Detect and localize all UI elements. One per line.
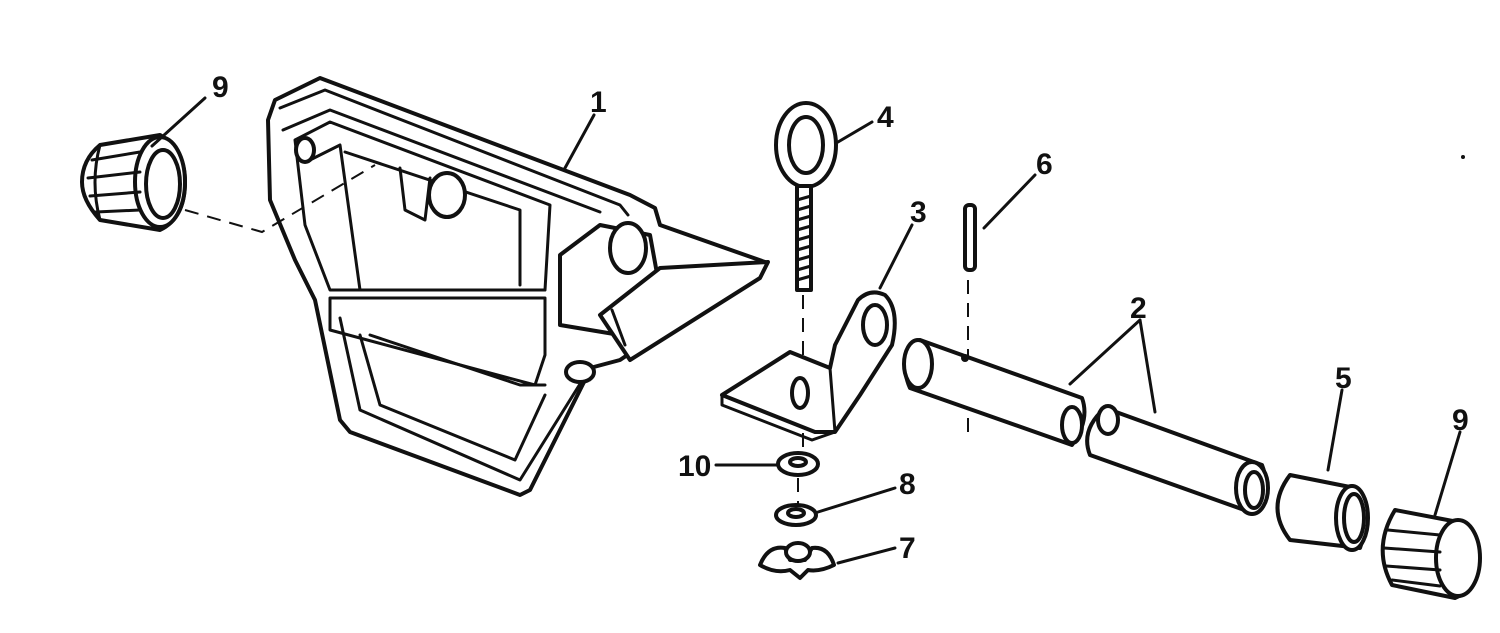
part-9-end-cap-left (80, 133, 187, 232)
callout-1: 1 (590, 86, 607, 119)
assembly-line-left (184, 164, 376, 234)
leader-9-right (1433, 430, 1462, 517)
callout-10: 10 (678, 450, 711, 483)
callout-3: 3 (910, 196, 927, 229)
part-4-eye-bolt (774, 101, 838, 292)
leader-2 (1068, 318, 1157, 414)
callout-6: 6 (1036, 148, 1053, 181)
part-9-end-cap-right (1380, 508, 1482, 600)
part-10-washer (776, 451, 820, 477)
callout-9-right: 9 (1452, 404, 1469, 437)
leader-4 (836, 120, 874, 144)
part-8-lock-washer (774, 503, 818, 527)
leader-lines (150, 96, 1462, 565)
leader-9-left (150, 96, 207, 148)
leader-3 (878, 223, 914, 290)
callout-5: 5 (1335, 362, 1352, 395)
part-2-tube-right (1085, 404, 1270, 516)
leader-5 (1326, 388, 1344, 472)
callout-9-left: 9 (212, 71, 229, 104)
part-5-sleeve (1275, 473, 1370, 552)
leader-6 (982, 173, 1037, 230)
part-3-angle-bracket (720, 290, 897, 442)
leader-8 (816, 486, 897, 514)
part-6-pin (963, 203, 977, 272)
part-2-tube-left (902, 338, 1087, 447)
part-1-bracket (266, 76, 770, 497)
part-7-wing-nut (758, 541, 836, 580)
leader-1 (563, 113, 596, 170)
callout-2: 2 (1130, 292, 1147, 325)
leader-7 (836, 546, 897, 565)
stray-dot (1461, 155, 1465, 159)
callout-4: 4 (877, 101, 894, 134)
callout-7: 7 (899, 532, 916, 565)
callout-8: 8 (899, 468, 916, 501)
